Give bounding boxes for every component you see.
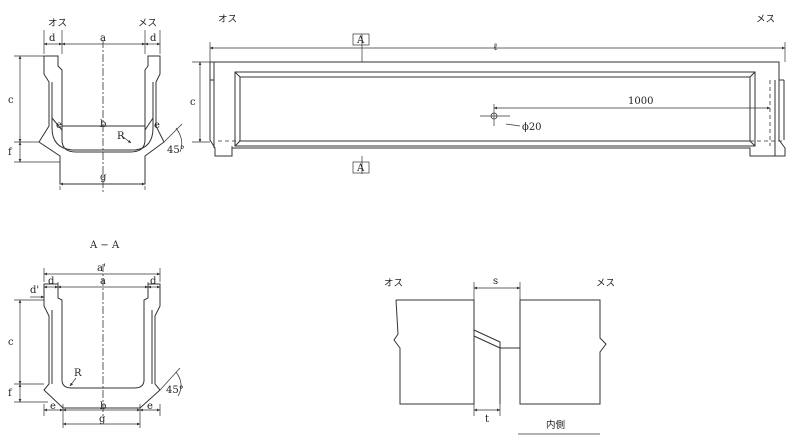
cross-section-dimensions (14, 30, 183, 190)
label-e-right-aa: e (147, 401, 153, 412)
label-d-prime: d' (30, 285, 39, 296)
label-r-aa: R (74, 368, 82, 379)
label-a: a (100, 33, 106, 44)
label-a-prime: a' (97, 263, 106, 274)
section-mark-a-bottom: A (356, 163, 365, 174)
label-1000: 1000 (628, 96, 653, 107)
label-mesu: メス (138, 18, 157, 29)
label-d-left-aa: d (48, 276, 55, 287)
side-view (209, 61, 786, 157)
side-view-dimensions (192, 34, 786, 174)
label-r: R (117, 131, 125, 142)
label-osu: オス (48, 18, 67, 29)
label-c-aa: c (8, 337, 14, 348)
label-mesu-side: メス (756, 14, 775, 25)
inner-channel-line (51, 82, 154, 151)
label-t: t (485, 414, 489, 425)
label-s: s (493, 276, 498, 287)
label-inner-side: 内側 (546, 419, 565, 431)
label-b-aa: b (100, 401, 106, 412)
label-osu-side: オス (218, 14, 237, 25)
label-b: b (100, 119, 106, 130)
label-g-aa: g (99, 414, 106, 425)
label-d-right: d (150, 33, 157, 44)
joint-left-piece (393, 299, 475, 405)
fillet-left (51, 117, 63, 131)
label-f-aa: f (8, 388, 13, 399)
label-osu-joint: オス (384, 278, 403, 289)
label-length: ℓ (493, 42, 498, 53)
joint-detail-dimensions (473, 282, 600, 435)
label-c: c (8, 95, 14, 106)
section-mark-top (352, 33, 370, 46)
label-e-left-aa: e (50, 401, 56, 412)
label-f: f (8, 147, 13, 158)
label-a-aa: a (100, 276, 106, 287)
label-angle: 45° (167, 145, 185, 156)
hole-circle (490, 112, 498, 120)
label-e-left: e (56, 120, 62, 131)
label-g: g (100, 172, 107, 183)
section-mark-bottom (352, 161, 370, 174)
label-mesu-joint: メス (596, 278, 615, 289)
fillet-right (144, 117, 154, 131)
label-angle-aa: 45° (166, 385, 184, 396)
label-d-right-aa: d (150, 276, 157, 287)
label-hole: ϕ20 (522, 122, 542, 133)
side-view-outline (209, 61, 786, 157)
section-aa-outline (43, 283, 161, 409)
section-aa-view (43, 283, 161, 409)
label-e-right: e (154, 120, 160, 131)
label-d-left: d (49, 33, 56, 44)
joint-right-piece (519, 299, 607, 405)
joint-detail-view (393, 299, 607, 405)
label-c-side: c (190, 97, 196, 108)
section-aa-dimensions (14, 268, 182, 428)
section-title: A − A (89, 240, 120, 251)
section-mark-a-top: A (356, 35, 365, 46)
hidden-lines (218, 80, 785, 156)
